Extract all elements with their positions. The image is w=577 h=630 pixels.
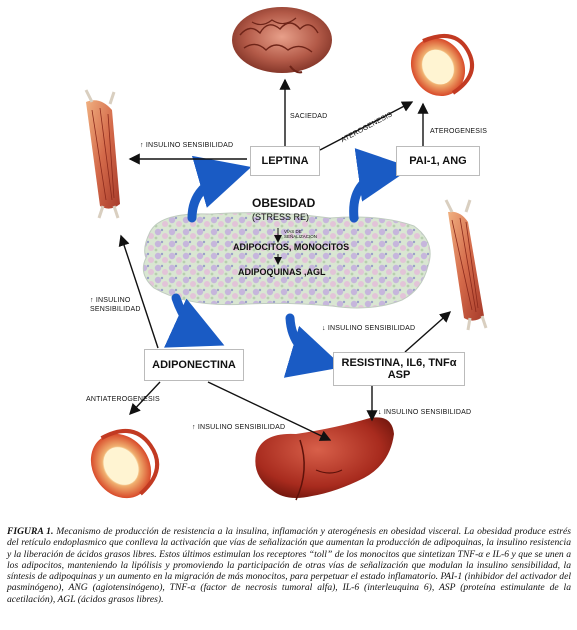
figure-caption: FIGURA 1. Mecanismo de producción de res… xyxy=(7,526,571,605)
arrow-leptina-aterogenesis xyxy=(319,101,414,151)
liver-icon xyxy=(255,417,394,501)
insulino-top-left-label: ↑ INSULINO SENSIBILIDAD xyxy=(140,142,234,149)
brain-icon xyxy=(232,7,332,74)
caption-label: FIGURA 1. xyxy=(7,526,54,537)
aterogenesis-right-label: ATEROGENESIS xyxy=(430,128,488,135)
diagram-graphics xyxy=(84,7,488,501)
diagram: LEPTINA PAI-1, ANG ADIPONECTINA RESISTIN… xyxy=(84,7,488,501)
vias-label: VIAS DE SEÑALIZACION xyxy=(284,229,318,239)
insulino-left-line1: ↑ INSULINO xyxy=(90,297,131,304)
resistina-box: RESISTINA, IL6, TNFα ASP xyxy=(333,352,465,386)
arrow-blue-resistina xyxy=(283,313,344,378)
arrow-resistina-muscle xyxy=(404,311,452,353)
caption-text: Mecanismo de producción de resistencia a… xyxy=(7,526,571,605)
insulino-mid-right-label: ↓ INSULINO SENSIBILIDAD xyxy=(322,325,416,332)
insulino-left-line2: SENSIBILIDAD xyxy=(90,306,141,313)
pai-ang-box: PAI-1, ANG xyxy=(396,146,480,176)
saciedad-label: SACIEDAD xyxy=(290,113,328,120)
arrow-adiponectina-liver xyxy=(207,381,332,441)
arrow-blue-adiponectina xyxy=(164,293,225,348)
adiponectina-box: ADIPONECTINA xyxy=(144,349,244,381)
artery-icon-top xyxy=(410,33,474,97)
arrow-blue-pai xyxy=(349,148,412,223)
stress-re-label: (STRESS RE) xyxy=(252,212,310,222)
antiaterogenesis-label: ANTIATEROGENESIS xyxy=(86,396,160,403)
artery-icon-bottom xyxy=(90,429,160,499)
leptina-box: LEPTINA xyxy=(250,146,320,176)
muscle-icon-top xyxy=(84,89,120,219)
insulino-bottom-center-label: ↑ INSULINO SENSIBILIDAD xyxy=(192,424,286,431)
muscle-icon-right xyxy=(444,199,488,331)
resistina-line1: RESISTINA, IL6, TNFα xyxy=(341,357,457,369)
obesidad-title: OBESIDAD xyxy=(252,196,316,210)
arrow-adiponectina-vessel xyxy=(129,381,161,416)
insulino-left-label: ↑ INSULINO SENSIBILIDAD xyxy=(90,296,141,314)
adipocitos-label: ADIPOCITOS, MONOCITOS xyxy=(233,242,350,252)
arrow-adiponectina-muscle xyxy=(118,234,159,349)
adipoquinas-label: ADIPOQUINAS ,AGL xyxy=(238,267,326,277)
adipose-tissue xyxy=(142,212,431,309)
arrow-blue-leptina xyxy=(187,155,252,223)
resistina-line2: ASP xyxy=(387,369,411,381)
insulino-bottom-right-label: ↓ INSULINO SENSIBILIDAD xyxy=(378,409,472,416)
